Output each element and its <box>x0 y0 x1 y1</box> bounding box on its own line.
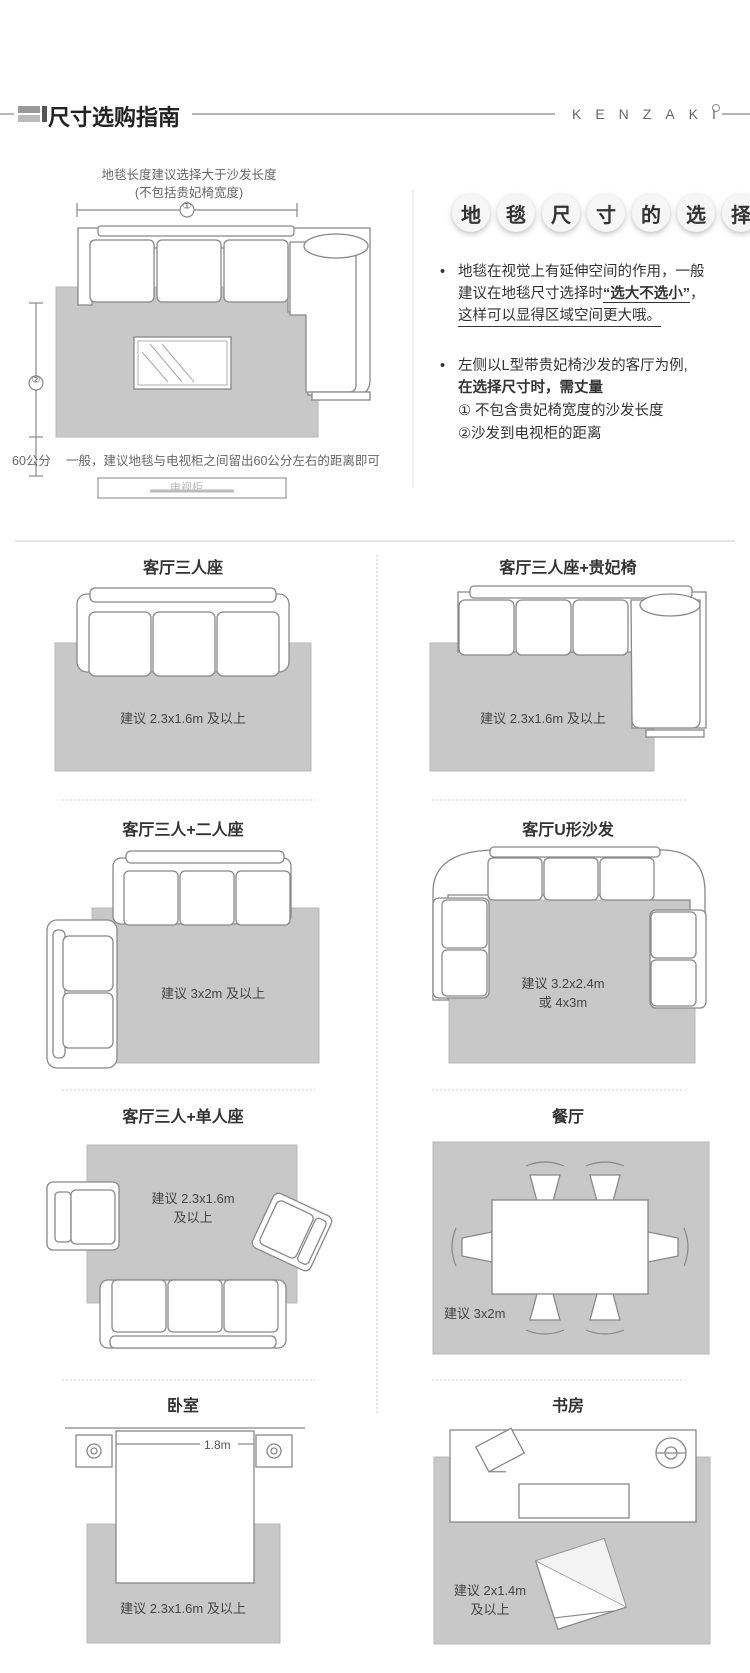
selection-title: 地 毯 尺 寸 的 选 择 <box>452 194 750 232</box>
cell4-diagram <box>432 846 707 1064</box>
cell4-title: 客厅U形沙发 <box>522 822 614 839</box>
bed-width-label: 1.8m <box>204 1438 231 1452</box>
cell6-recommendation: 建议 3x2m <box>444 1306 506 1321</box>
cell3-recommendation: 建议 3x2m 及以上 <box>160 986 265 1001</box>
bullet1-line3: 这样可以显得区域空间更大哦。 <box>458 306 661 327</box>
selection-char: 的 <box>632 194 670 232</box>
registered-mark-icon <box>712 104 720 112</box>
cell4-recommendation-1: 建议 3.2x2.4m <box>521 976 605 991</box>
cell5-recommendation-2: 及以上 <box>173 1210 213 1225</box>
selection-char: 毯 <box>497 194 535 232</box>
cell8-title: 书房 <box>551 1398 584 1415</box>
cell2-diagram <box>429 585 707 772</box>
cell3-diagram <box>46 850 320 1069</box>
brand-logo: KENZAKI <box>572 106 730 122</box>
selection-char: 地 <box>452 194 490 232</box>
selection-char: 选 <box>677 194 715 232</box>
cell7-recommendation: 建议 2.3x1.6m 及以上 <box>120 1601 246 1616</box>
cell1-diagram <box>54 587 312 772</box>
bullet1-line2c: ， <box>690 286 705 302</box>
cell5-diagram <box>46 1144 333 1349</box>
cell5-recommendation-1: 建议 2.3x1.6m <box>151 1191 235 1206</box>
cell6-title: 餐厅 <box>551 1109 584 1126</box>
bullet-dot: • <box>440 358 446 374</box>
intro-diagram <box>28 202 371 499</box>
bullet2-line2: 在选择尺寸时，需丈量 <box>458 380 603 396</box>
bullet1-line1: 地毯在视觉上有延伸空间的作用，一般 <box>458 264 705 280</box>
cell8-recommendation-2: 及以上 <box>470 1602 510 1617</box>
cell1-recommendation: 建议 2.3x1.6m 及以上 <box>120 711 246 726</box>
page-title: 尺寸选购指南 <box>48 105 181 130</box>
cell3-title: 客厅三人+二人座 <box>122 822 244 839</box>
selection-char: 寸 <box>587 194 625 232</box>
selection-char: 尺 <box>542 194 580 232</box>
bullet1-emphasis: “选大不选小” <box>603 286 690 303</box>
bed <box>115 1430 255 1584</box>
intro-note-2: (不包括贵妃椅宽度) <box>134 186 244 200</box>
bullet-dot: • <box>440 264 446 280</box>
bullet2-line3: ① 不包含贵妃椅宽度的沙发长度 <box>458 403 664 419</box>
gap-note: 一般，建议地毯与电视柜之间留出60公分左右的距离即可 <box>66 454 380 468</box>
cell6-diagram <box>432 1141 710 1355</box>
cell2-recommendation: 建议 2.3x1.6m 及以上 <box>480 711 606 726</box>
marker-2: ② <box>31 375 41 386</box>
dining-table <box>491 1199 649 1295</box>
cell1-title: 客厅三人座 <box>142 560 223 577</box>
bullet2-line4: ②沙发到电视柜的距离 <box>458 426 602 442</box>
cell2-title: 客厅三人座+贵妃椅 <box>499 560 637 577</box>
selection-char: 择 <box>722 194 750 232</box>
bullet1-line2: 建议在地毯尺寸选择时“选大不选小”， <box>458 283 705 305</box>
intro-note-1: 地毯长度建议选择大于沙发长度 <box>101 168 277 182</box>
gap-label: 60公分 <box>12 454 51 468</box>
bullet2-line1: 左侧以L型带贵妃椅沙发的客厅为例, <box>458 358 688 374</box>
cell7-diagram <box>65 1427 305 1644</box>
cell7-title: 卧室 <box>166 1398 199 1415</box>
marker-1: ① <box>182 201 192 212</box>
cell4-recommendation-2: 或 4x3m <box>538 995 588 1010</box>
tv-cabinet <box>97 477 287 499</box>
tv-cabinet-label: 电视柜 <box>170 482 203 494</box>
header-logo-icon <box>18 106 47 122</box>
cell5-title: 客厅三人+单人座 <box>122 1109 244 1126</box>
cell8-diagram <box>433 1427 711 1645</box>
cell8-recommendation-1: 建议 2x1.4m <box>453 1583 527 1598</box>
bullet1-line2a: 建议在地毯尺寸选择时 <box>458 286 603 302</box>
